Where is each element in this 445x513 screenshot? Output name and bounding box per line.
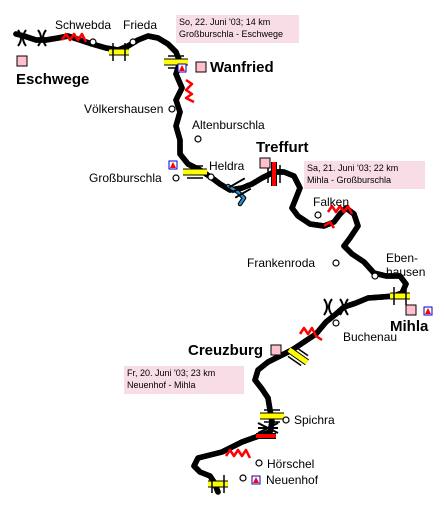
village-dot-ebenhausen bbox=[371, 272, 379, 280]
village-dot-schwebda bbox=[89, 38, 97, 46]
weir-icon bbox=[228, 177, 252, 199]
stage-saturday-line1: Sa, 21. Juni '03; 22 km bbox=[307, 163, 399, 173]
village-dot-frankenroda bbox=[332, 259, 340, 267]
campsite-icon bbox=[168, 160, 178, 170]
bridge-icon bbox=[286, 345, 310, 367]
label-hoerschel: Hörschel bbox=[267, 457, 314, 471]
village-dots bbox=[89, 38, 379, 482]
bridge-icon bbox=[208, 475, 228, 493]
village-dot-heldra bbox=[207, 173, 215, 181]
label-heldra: Heldra bbox=[209, 159, 245, 173]
label-falken: Falken bbox=[313, 195, 349, 209]
label-altenburschla: Altenburschla bbox=[192, 118, 265, 132]
place-labels: Schwebda Frieda Eschwege Wanfried Völker… bbox=[16, 18, 429, 487]
label-schwebda: Schwebda bbox=[55, 18, 111, 32]
label-eschwege: Eschwege bbox=[16, 71, 89, 88]
weir-icon bbox=[17, 29, 47, 47]
bridges bbox=[109, 43, 410, 493]
town-marker-eschwege bbox=[16, 55, 28, 67]
label-ebenhausen-2: hausen bbox=[386, 265, 425, 279]
label-frieda: Frieda bbox=[123, 18, 157, 32]
campsite-icon bbox=[423, 306, 433, 316]
village-dot-falken bbox=[314, 211, 322, 219]
rapid-icon bbox=[323, 220, 336, 229]
stage-sunday-line1: So, 22. Juni '03; 14 km bbox=[179, 17, 271, 27]
label-spichra: Spichra bbox=[294, 413, 335, 427]
stage-box-saturday: Sa, 21. Juni '03; 22 km Mihla - Großburs… bbox=[304, 161, 425, 189]
label-wanfried: Wanfried bbox=[210, 59, 274, 76]
village-dot-neuenhof bbox=[239, 474, 247, 482]
village-dot-grossburschla bbox=[172, 174, 180, 182]
town-markers bbox=[16, 55, 417, 356]
town-marker-wanfried bbox=[195, 61, 207, 73]
village-dot-voelkershausen bbox=[168, 105, 176, 113]
bridge-icon bbox=[183, 165, 207, 179]
campsites bbox=[168, 63, 433, 485]
label-grossburschla: Großburschla bbox=[89, 171, 162, 185]
campsite-icon bbox=[177, 63, 187, 73]
label-buchenau: Buchenau bbox=[343, 330, 397, 344]
rapid-icon bbox=[224, 448, 252, 459]
rapid-icon bbox=[326, 204, 354, 215]
village-dot-altenburschla bbox=[194, 135, 202, 143]
label-ebenhausen-1: Eben- bbox=[386, 251, 418, 265]
stage-saturday-line2: Mihla - Großburschla bbox=[307, 175, 392, 185]
weir-icon bbox=[257, 422, 279, 434]
bridge-icon bbox=[260, 409, 284, 423]
rapids bbox=[60, 32, 354, 459]
label-frankenroda: Frankenroda bbox=[247, 256, 315, 270]
rapid-icon bbox=[60, 32, 88, 43]
bridge-icon bbox=[390, 287, 410, 305]
weirs bbox=[17, 29, 349, 434]
rapid-icon bbox=[298, 326, 323, 342]
stage-sunday-line2: Großburschla - Eschwege bbox=[179, 29, 284, 39]
rapid-icon bbox=[184, 78, 195, 104]
village-dot-frieda bbox=[129, 38, 137, 46]
town-marker-mihla bbox=[405, 304, 417, 316]
town-marker-creuzburg bbox=[270, 344, 282, 356]
campsite-icon bbox=[251, 475, 261, 485]
label-creuzburg: Creuzburg bbox=[188, 342, 263, 359]
label-voelkershausen: Völkershausen bbox=[84, 102, 163, 116]
bridge-icon bbox=[109, 43, 129, 61]
stage-box-sunday: So, 22. Juni '03; 14 km Großburschla - E… bbox=[176, 15, 299, 43]
label-treffurt: Treffurt bbox=[256, 139, 309, 156]
label-neuenhof: Neuenhof bbox=[266, 473, 319, 487]
stage-friday-line1: Fr, 20. Juni '03; 23 km bbox=[127, 368, 216, 378]
town-marker-treffurt bbox=[259, 157, 271, 169]
village-dot-buchenau bbox=[332, 319, 340, 327]
village-dot-spichra bbox=[282, 416, 290, 424]
werra-river bbox=[13, 31, 409, 495]
weir-icon bbox=[323, 298, 349, 316]
label-mihla: Mihla bbox=[390, 318, 429, 335]
stage-friday-line2: Neuenhof - Mihla bbox=[127, 380, 196, 390]
stage-box-friday: Fr, 20. Juni '03; 23 km Neuenhof - Mihla bbox=[124, 366, 244, 394]
village-dot-hoerschel bbox=[255, 459, 263, 467]
